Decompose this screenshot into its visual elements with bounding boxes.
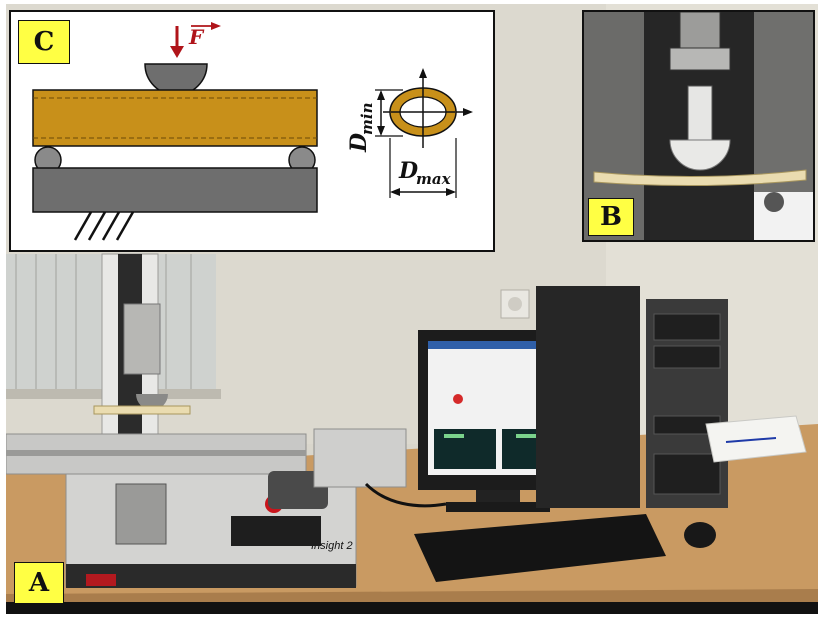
bending-test-schematic-panel-c: F	[9, 10, 495, 252]
panel-label-a: A	[14, 562, 64, 604]
d-min-label: D	[346, 133, 372, 153]
d-max-label: D	[398, 158, 418, 184]
three-point-bending-diagram: F	[32, 22, 473, 241]
d-max-subscript: max	[416, 170, 452, 188]
panel-label-b: B	[588, 198, 634, 236]
machine-brand-text: Insight 2	[311, 540, 353, 552]
panel-label-c: C	[18, 20, 70, 64]
specimen-tube	[32, 89, 318, 147]
d-min-subscript: min	[358, 103, 376, 135]
tube-cross-section	[383, 68, 473, 148]
ground-hatch	[73, 211, 135, 241]
force-symbol: F	[188, 25, 205, 49]
base-block	[32, 167, 318, 213]
